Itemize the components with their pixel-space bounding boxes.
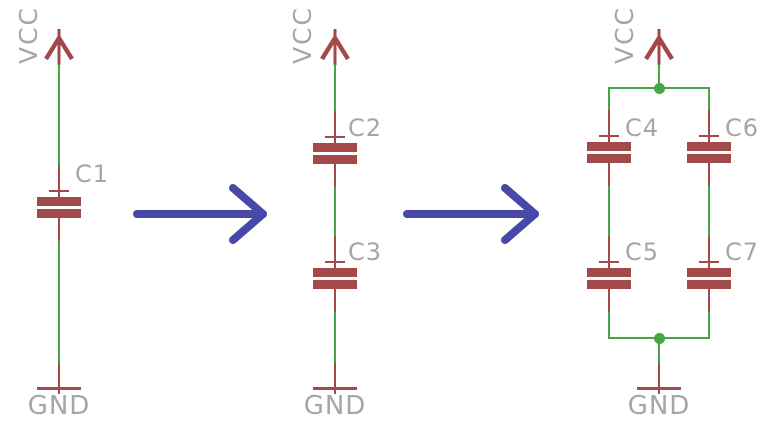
capacitor-symbol: [687, 110, 731, 186]
capacitor-symbol: [587, 110, 631, 186]
capacitor-pin-tick: [699, 135, 719, 137]
vcc-label: VCC: [610, 5, 639, 64]
vcc-arrow-icon: [44, 29, 74, 65]
capacitor-plate: [313, 268, 357, 277]
junction-dot: [654, 83, 665, 94]
capacitor-pin-tick: [49, 190, 69, 192]
right-arrow-icon: [403, 184, 539, 244]
capacitor-lead: [608, 236, 610, 269]
vcc-arrow-icon: [320, 29, 350, 65]
vcc-arrow-head: [644, 33, 674, 61]
capacitor-lead: [334, 164, 336, 187]
capacitor-plate: [587, 280, 631, 289]
wire-segment: [658, 64, 660, 88]
gnd-bar: [637, 387, 681, 390]
capacitor-plate: [37, 197, 81, 206]
capacitor-pin-tick: [599, 135, 619, 137]
capacitor-symbol: [313, 236, 357, 312]
gnd-lead: [58, 363, 60, 394]
capacitor-lead: [334, 111, 336, 144]
capacitor-plate: [587, 142, 631, 151]
capacitor-ref-label: C2: [348, 114, 383, 142]
capacitor-ref-label: C3: [348, 238, 383, 266]
gnd-label: GND: [627, 391, 691, 421]
gnd-bar: [313, 387, 357, 390]
capacitor-ref-label: C1: [75, 160, 110, 188]
wire-segment: [608, 312, 610, 338]
vcc-arrow-head: [320, 33, 350, 61]
capacitor-lead: [334, 289, 336, 312]
capacitor-ref-label: C5: [625, 238, 660, 266]
vcc-label: VCC: [288, 5, 317, 64]
gnd-symbol-icon: [313, 363, 357, 394]
capacitor-plate: [313, 143, 357, 152]
capacitor-ref-label: C4: [625, 114, 660, 142]
capacitor-plate: [313, 280, 357, 289]
gnd-lead: [334, 363, 336, 394]
capacitor-plate: [313, 155, 357, 164]
arrow-head: [501, 184, 539, 244]
capacitor-pin-tick: [325, 261, 345, 263]
capacitor-pin-tick: [599, 261, 619, 263]
capacitor-symbol: [587, 236, 631, 312]
capacitor-symbol: [37, 165, 81, 241]
capacitor-ref-label: C6: [725, 114, 760, 142]
wire-segment: [658, 338, 660, 363]
capacitor-symbol: [313, 111, 357, 187]
capacitor-lead: [708, 163, 710, 186]
capacitor-ref-label: C7: [725, 238, 760, 266]
gnd-symbol-icon: [37, 363, 81, 394]
capacitor-plate: [687, 268, 731, 277]
gnd-label: GND: [303, 391, 367, 421]
vcc-label: VCC: [14, 5, 43, 64]
wire-segment: [608, 186, 610, 236]
capacitor-symbol: [687, 236, 731, 312]
arrow-head: [229, 184, 267, 244]
wire-segment: [334, 312, 336, 363]
capacitor-pin-tick: [325, 136, 345, 138]
capacitor-plate: [687, 154, 731, 163]
gnd-bar: [37, 387, 81, 390]
capacitor-lead: [708, 289, 710, 312]
gnd-lead: [658, 363, 660, 394]
capacitor-lead: [58, 165, 60, 198]
capacitor-lead: [608, 163, 610, 186]
wire-segment: [334, 64, 336, 111]
right-arrow-icon: [133, 184, 267, 244]
wire-segment: [608, 88, 610, 110]
capacitor-plate: [687, 280, 731, 289]
gnd-symbol-icon: [637, 363, 681, 394]
wire-segment: [58, 241, 60, 363]
capacitor-lead: [708, 110, 710, 143]
capacitor-lead: [708, 236, 710, 269]
gnd-label: GND: [27, 391, 91, 421]
capacitor-lead: [608, 110, 610, 143]
capacitor-lead: [608, 289, 610, 312]
capacitor-plate: [687, 142, 731, 151]
capacitor-plate: [587, 268, 631, 277]
capacitor-plate: [587, 154, 631, 163]
wire-segment: [708, 88, 710, 110]
wire-segment: [334, 187, 336, 236]
capacitor-plate: [37, 209, 81, 218]
vcc-arrow-icon: [644, 29, 674, 65]
wire-segment: [708, 186, 710, 236]
capacitor-lead: [58, 218, 60, 241]
vcc-arrow-head: [44, 33, 74, 61]
capacitor-lead: [334, 236, 336, 269]
wire-segment: [58, 64, 60, 165]
wire-segment: [708, 312, 710, 338]
capacitor-pin-tick: [699, 261, 719, 263]
